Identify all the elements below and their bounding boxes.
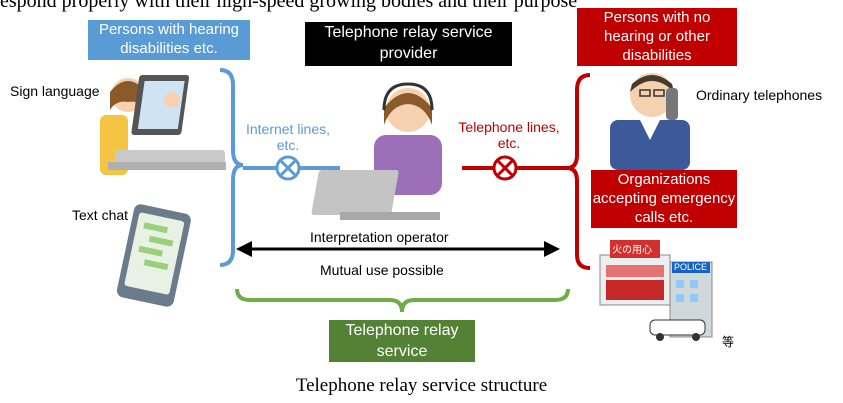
clipped-top-text: espond properly with their high-speed gr…: [0, 0, 578, 12]
organizations-label: Organizations accepting emergency calls …: [592, 171, 736, 226]
right-red-brace: [566, 73, 591, 270]
station-sign-label: 火の用心: [612, 245, 652, 256]
figure-caption: Telephone relay service structure: [295, 375, 548, 396]
no-disabilities-label: Persons with no hearing or other disabil…: [603, 9, 711, 64]
mutual-arrow: [236, 241, 560, 257]
smartphone-illustration: [116, 204, 191, 307]
hearing-disabilities-box: Persons with hearing disabilities etc.: [88, 20, 250, 60]
interpretation-operator-label: Interpretation operator: [310, 229, 449, 245]
telephone-lines-label: Telephone lines, etc.: [458, 119, 560, 151]
mutual-use-label: Mutual use possible: [320, 262, 444, 278]
internet-blocked-icon: [275, 155, 301, 181]
telephone-blocked-icon: [492, 155, 518, 181]
hearing-disabilities-label: Persons with hearing disabilities etc.: [98, 21, 240, 57]
provider-box: Telephone relay service provider: [305, 22, 512, 66]
organizations-box: Organizations accepting emergency calls …: [591, 170, 737, 228]
internet-lines-label: Internet lines, etc.: [245, 121, 331, 153]
no-disabilities-box: Persons with no hearing or other disabil…: [577, 8, 737, 66]
police-sign-label: POLICE: [674, 262, 708, 272]
sign-language-label: Sign language: [10, 83, 100, 99]
left-blue-brace: [219, 68, 244, 267]
service-label: Telephone relay service: [345, 322, 459, 360]
ordinary-telephones-label: Ordinary telephones: [696, 87, 823, 103]
provider-label: Telephone relay service provider: [324, 24, 493, 62]
telephone-man-illustration: [610, 73, 690, 170]
bottom-green-brace: [235, 288, 570, 313]
etc-mark-label: 等: [722, 335, 735, 349]
text-chat-label: Text chat: [72, 207, 129, 223]
police-station-illustration: [599, 240, 713, 341]
operator-illustration: [311, 82, 442, 220]
service-box: Telephone relay service: [329, 320, 475, 362]
sign-language-illustration: [100, 75, 226, 175]
